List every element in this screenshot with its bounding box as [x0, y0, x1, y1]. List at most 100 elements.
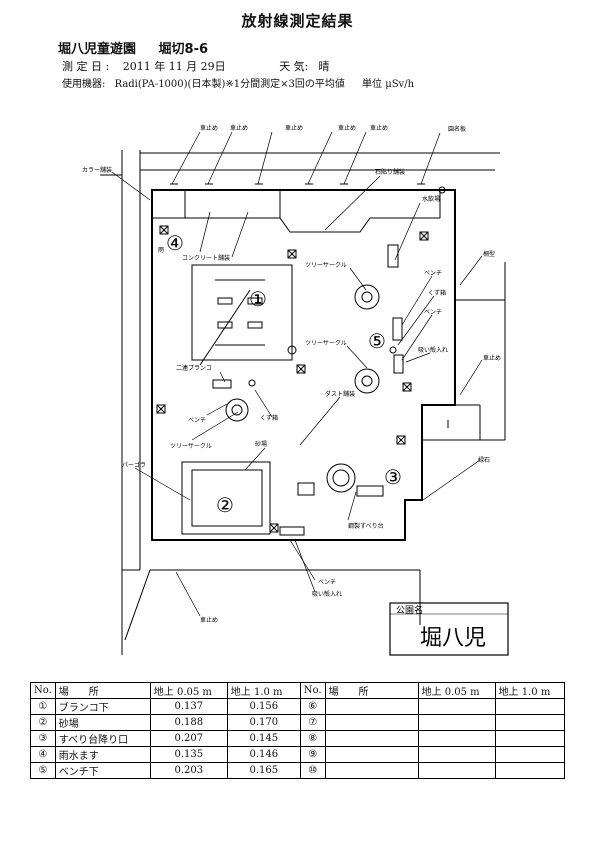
col-header: 場 所 — [324, 682, 419, 699]
pergola-label: パーゴラ — [122, 461, 146, 469]
tree-circle-label: ツリーサークル — [305, 262, 347, 269]
slide-label: 鋼製すべり台 — [348, 522, 384, 530]
row-value-005 — [417, 714, 496, 731]
row-no: ④ — [30, 746, 56, 763]
bench-label: ベンチ — [424, 309, 442, 316]
sandbox-label: 砂場 — [255, 440, 267, 448]
row-value-10 — [494, 714, 565, 731]
rain-label: 雨 — [158, 247, 164, 254]
fence-label: 柵型 — [483, 250, 495, 258]
marker-1: ① — [249, 287, 267, 311]
row-place: すべり台降り口 — [54, 730, 151, 747]
table-row: ① ブランコ下 0.137 0.156 ⑥ — [30, 698, 565, 715]
table-row: ⑤ ベンチ下 0.203 0.165 ⑩ — [30, 762, 565, 779]
row-value-10: 0.170 — [226, 714, 301, 731]
row-no: ⑨ — [299, 746, 326, 763]
marker-5: ⑤ — [368, 329, 386, 353]
row-value-10: 0.146 — [226, 746, 301, 763]
results-table: No. 場 所 地上 0.05 m 地上 1.0 m No. 場 所 地上 0.… — [30, 682, 565, 779]
row-no: ② — [30, 714, 56, 731]
trash-label: くず箱 — [260, 414, 278, 422]
row-no: ⑩ — [299, 762, 326, 779]
park-map: 車止め 車止め 車止め 車止め 車止め 園名板 カラー舗装 石貼り舗装 水飲場 … — [82, 124, 509, 656]
row-value-10: 0.156 — [226, 698, 301, 715]
row-value-005 — [417, 730, 496, 747]
hedge-label: 緑石 — [478, 456, 490, 464]
row-place — [324, 730, 419, 747]
bench-label: ベンチ — [188, 417, 206, 424]
park-heading: 堀八児童遊園 堀切8-6 — [58, 38, 226, 57]
equipment-value: Radi(PA-1000)(日本製)※1分間測定×3回の平均値 — [114, 79, 345, 90]
marker-2: ② — [216, 493, 234, 517]
row-value-10: 0.165 — [226, 762, 301, 779]
park-name: 堀八児童遊園 — [58, 42, 137, 57]
marker-3: ③ — [384, 465, 402, 489]
weather-value: 晴 — [318, 60, 330, 73]
car-stop-label: 車止め — [230, 124, 248, 132]
row-place — [324, 746, 419, 763]
date-label: 測 定 日 : — [62, 60, 110, 73]
equipment-info: 使用機器: Radi(PA-1000)(日本製)※1分間測定×3回の平均値 単位… — [62, 75, 420, 90]
row-no: ① — [30, 698, 56, 715]
stone-pave-label: 石貼り舗装 — [375, 168, 405, 176]
row-place: ベンチ下 — [54, 762, 151, 779]
ashtray-label: 吸い殻入れ — [418, 346, 448, 354]
tree-circle-label: ツリーサークル — [170, 443, 212, 450]
row-value-10 — [494, 730, 565, 747]
col-header: 地上 1.0 m — [226, 682, 301, 699]
row-value-005 — [417, 698, 496, 715]
row-value-005: 0.203 — [149, 762, 228, 779]
sign-park-name: 堀八児 — [420, 626, 486, 651]
date-value: 2011 年 11 月 29日 — [122, 60, 226, 73]
unit-label: 単位 μSv/h — [362, 79, 415, 90]
tree-circle-label: ツリーサークル — [305, 340, 347, 347]
row-no: ⑦ — [299, 714, 326, 731]
row-value-10 — [494, 762, 565, 779]
table-header-row: No. 場 所 地上 0.05 m 地上 1.0 m No. 場 所 地上 0.… — [30, 682, 565, 699]
row-value-005: 0.207 — [149, 730, 228, 747]
row-value-10 — [494, 746, 565, 763]
col-header: 地上 0.05 m — [149, 682, 228, 699]
row-value-005 — [417, 762, 496, 779]
row-value-005: 0.135 — [149, 746, 228, 763]
row-place — [324, 698, 419, 715]
car-stop-label: 車止め — [200, 124, 218, 132]
col-header: No. — [30, 682, 56, 699]
row-place — [324, 714, 419, 731]
row-value-005: 0.137 — [149, 698, 228, 715]
row-no: ⑧ — [299, 730, 326, 747]
row-place — [324, 762, 419, 779]
swing-label: 二連ブランコ — [176, 364, 212, 372]
sign-label: 公園名 — [396, 604, 423, 616]
row-value-10 — [494, 698, 565, 715]
bench-label: ベンチ — [318, 579, 336, 586]
car-stop-label: 車止め — [200, 616, 218, 624]
row-no: ⑤ — [30, 762, 56, 779]
table-row: ② 砂場 0.188 0.170 ⑦ — [30, 714, 565, 731]
row-no: ⑥ — [299, 698, 326, 715]
row-place: 砂場 — [54, 714, 151, 731]
table-row: ③ すべり台降り口 0.207 0.145 ⑧ — [30, 730, 565, 747]
col-header: No. — [299, 682, 326, 699]
car-stop-label: 車止め — [483, 354, 501, 362]
row-value-10: 0.145 — [226, 730, 301, 747]
fountain-label: 水飲場 — [422, 195, 440, 203]
ashtray-label: 吸い殻入れ — [312, 590, 342, 598]
row-place: ブランコ下 — [54, 698, 151, 715]
row-place: 雨水ます — [54, 746, 151, 763]
concrete-pave-label: コンクリート舗装 — [182, 254, 230, 262]
car-stop-label: 車止め — [370, 124, 388, 132]
dust-pave-label: ダスト舗装 — [325, 390, 355, 398]
weather-label: 天 気: — [279, 60, 309, 73]
color-pave-label: カラー舗装 — [82, 166, 112, 174]
table-row: ④ 雨水ます 0.135 0.146 ⑨ — [30, 746, 565, 763]
row-no: ③ — [30, 730, 56, 747]
measure-info: 測 定 日 : 2011 年 11 月 29日 天 気: 晴 — [62, 58, 339, 74]
col-header: 場 所 — [54, 682, 151, 699]
park-sign-label: 園名板 — [448, 125, 466, 133]
row-value-005 — [417, 746, 496, 763]
trash-label: くず箱 — [428, 289, 446, 297]
car-stop-label: 車止め — [285, 124, 303, 132]
car-stop-label: 車止め — [338, 124, 356, 132]
col-header: 地上 1.0 m — [494, 682, 565, 699]
